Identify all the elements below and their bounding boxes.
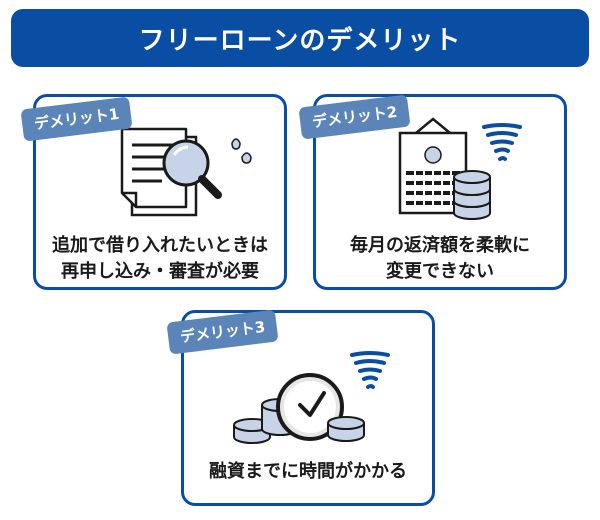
document-search-icon [120, 127, 252, 217]
card-2-line-1: 毎月の返済額を柔軟に [350, 235, 530, 256]
clock-money-icon [233, 351, 390, 444]
page-title: フリーローンのデメリット [138, 25, 462, 56]
card-2-line-2: 変更できない [386, 261, 494, 282]
calendar-money-icon [398, 117, 522, 220]
card-3-line-1: 融資までに時間がかかる [209, 461, 407, 482]
card-3-text: 融資までに時間がかかる [184, 459, 432, 485]
card-1-line-2: 再申し込み・審査が必要 [61, 261, 259, 282]
card-1-line-1: 追加で借り入れたいときは [52, 235, 268, 256]
demerit-card-1: 追加で借り入れたいときは 再申し込み・審査が必要 [33, 94, 287, 290]
page-title-bar: フリーローンのデメリット [11, 9, 589, 67]
card-2-text: 毎月の返済額を柔軟に 変更できない [316, 233, 564, 285]
card-1-text: 追加で借り入れたいときは 再申し込み・審査が必要 [36, 233, 284, 285]
